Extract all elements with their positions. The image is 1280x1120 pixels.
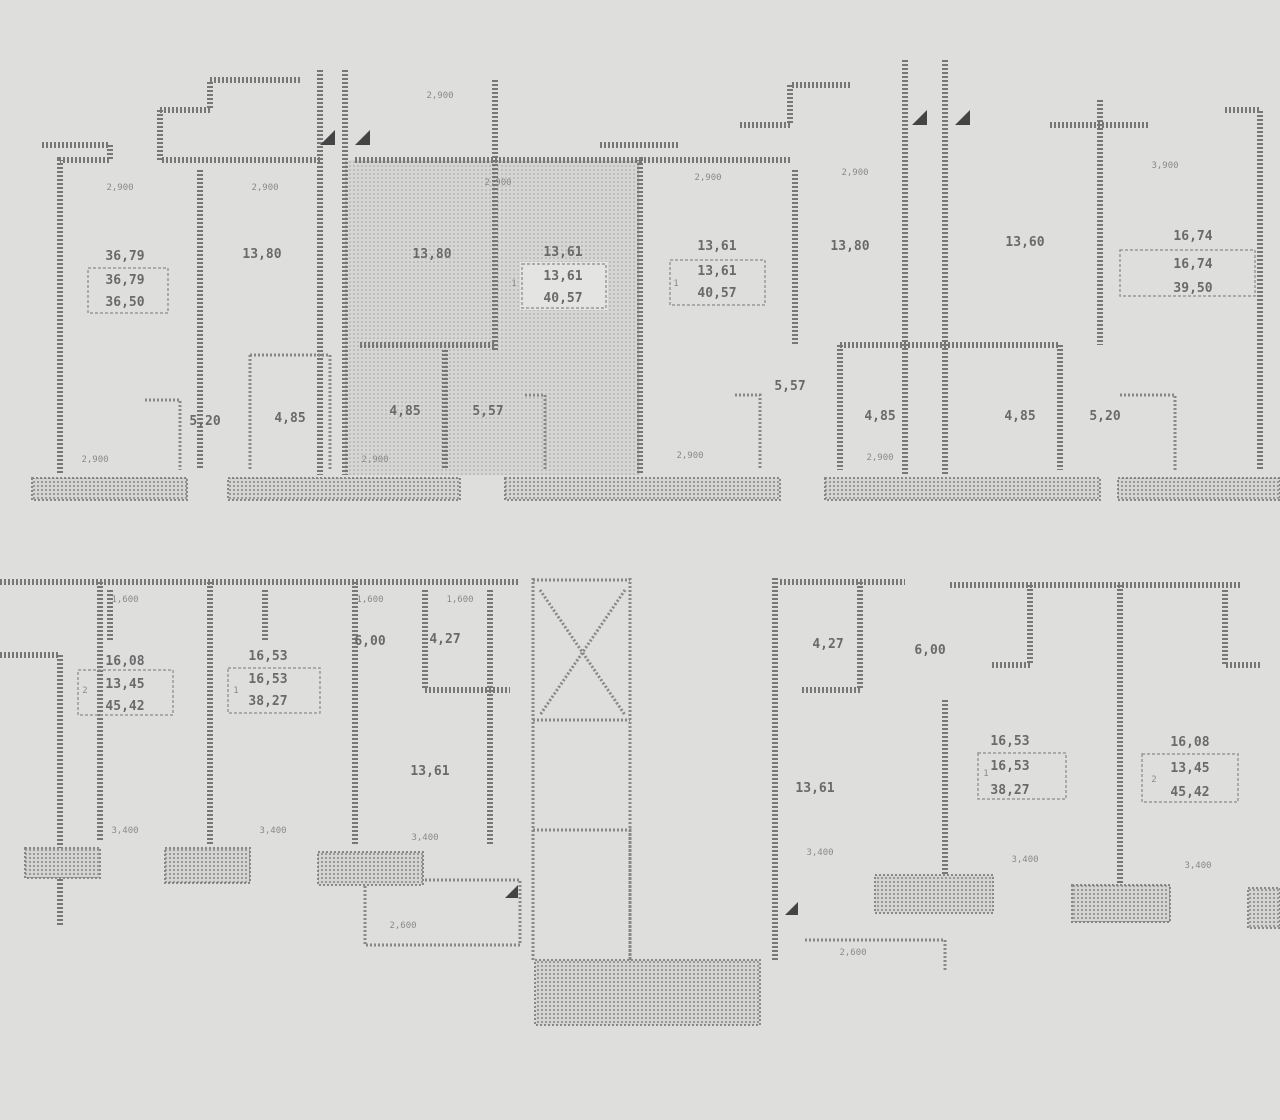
dimension: 2,900 [426, 91, 453, 101]
room-area: 4,27 [429, 632, 460, 647]
dimension: 2,600 [839, 948, 866, 958]
apartment-mark: 1 [673, 279, 678, 289]
total-area: 36,50 [105, 295, 144, 310]
dimension: 2,900 [866, 453, 893, 463]
dimension: 2,900 [106, 183, 133, 193]
room-area: 5,57 [774, 379, 805, 394]
top-row-balconies [31, 477, 1280, 501]
room-area: 16,53 [248, 649, 287, 664]
room-area: 4,85 [864, 409, 895, 424]
room-area: 4,85 [389, 404, 420, 419]
dimension: 2,600 [389, 921, 416, 931]
room-area: 36,79 [105, 249, 144, 264]
dimension: 2,900 [81, 455, 108, 465]
room-area: 6,00 [354, 634, 385, 649]
apartment-mark: 1 [983, 769, 988, 779]
living-area: 16,74 [1173, 257, 1212, 272]
apartment-mark: 1 [511, 279, 516, 289]
living-area: 16,53 [990, 759, 1029, 774]
room-area: 13,60 [1005, 235, 1044, 250]
dimension: 3,400 [411, 833, 438, 843]
dimension: 2,900 [841, 168, 868, 178]
dimension: 3,900 [1151, 161, 1178, 171]
apartment-mark: 2 [82, 686, 87, 696]
top-row-walls [42, 60, 1263, 475]
total-area: 45,42 [1170, 785, 1209, 800]
room-area: 16,08 [105, 654, 144, 669]
dimension: 3,400 [1011, 855, 1038, 865]
dimension: 1,600 [111, 595, 138, 605]
dimension: 3,400 [1184, 861, 1211, 871]
room-area: 16,53 [990, 734, 1029, 749]
dimension: 2,900 [251, 183, 278, 193]
total-area: 40,57 [697, 286, 736, 301]
room-area: 16,74 [1173, 229, 1212, 244]
room-area: 13,61 [543, 245, 582, 260]
room-area: 16,08 [1170, 735, 1209, 750]
vent-shaft-icons [320, 110, 970, 915]
total-area: 45,42 [105, 699, 144, 714]
total-area: 38,27 [248, 694, 287, 709]
apartment-mark: 1 [233, 686, 238, 696]
dimension: 2,900 [676, 451, 703, 461]
living-area: 13,45 [1170, 761, 1209, 776]
bottom-row-walls [0, 578, 1260, 972]
top-row-labels: 36,79 36,79 36,50 13,80 13,80 13,61 1 13… [81, 91, 1256, 465]
room-area: 4,85 [274, 411, 305, 426]
room-area: 13,80 [242, 247, 281, 262]
room-area: 5,20 [189, 414, 220, 429]
room-area: 5,57 [472, 404, 503, 419]
room-area: 4,85 [1004, 409, 1035, 424]
dimension: 2,900 [694, 173, 721, 183]
room-area: 5,20 [1089, 409, 1120, 424]
dimension: 3,400 [111, 826, 138, 836]
total-area: 40,57 [543, 291, 582, 306]
total-area: 39,50 [1173, 281, 1212, 296]
living-area: 16,53 [248, 672, 287, 687]
living-area: 36,79 [105, 273, 144, 288]
living-area: 13,61 [697, 264, 736, 279]
room-area: 13,80 [830, 239, 869, 254]
dimension: 1,600 [356, 595, 383, 605]
living-area: 13,61 [543, 269, 582, 284]
highlighted-label-box [520, 262, 608, 310]
dimension: 3,400 [806, 848, 833, 858]
living-area: 13,45 [105, 677, 144, 692]
room-area: 13,80 [412, 247, 451, 262]
bottom-row-labels: 16,08 2 13,45 45,42 16,53 1 16,53 38,27 … [77, 595, 1239, 958]
dimension: 2,900 [361, 455, 388, 465]
room-area: 4,27 [812, 637, 843, 652]
apartment-mark: 2 [1151, 775, 1156, 785]
total-area: 38,27 [990, 783, 1029, 798]
room-area: 13,61 [697, 239, 736, 254]
room-area: 13,61 [795, 781, 834, 796]
room-area: 6,00 [914, 643, 945, 658]
dimension: 2,900 [484, 178, 511, 188]
dimension: 1,600 [446, 595, 473, 605]
room-area: 13,61 [410, 764, 449, 779]
bottom-row-balconies [24, 847, 1280, 1026]
dimension: 3,400 [259, 826, 286, 836]
